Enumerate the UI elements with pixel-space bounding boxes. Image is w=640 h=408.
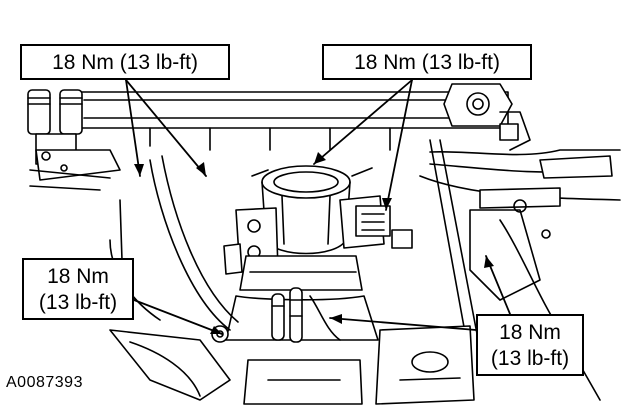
leader-lines [125,79,511,335]
torque-callout-lower-left: 18 Nm (13 lb-ft) [22,258,134,320]
torque-callout-line2: (13 lb-ft) [38,291,118,314]
flange-gasket [443,83,531,151]
figure-id: A0087393 [6,374,83,391]
torque-callout-line1: 18 Nm [499,321,561,344]
wiring-harness-right [419,139,621,401]
arrowheads [134,152,494,334]
torque-callout-text: 18 Nm (13 lb-ft) [52,51,198,74]
torque-callout-line2: (13 lb-ft) [490,347,570,370]
lower-fittings [243,325,475,405]
torque-callout-text: 18 Nm (13 lb-ft) [354,51,500,74]
torque-callout-top-right: 18 Nm (13 lb-ft) [322,44,532,80]
torque-callout-lower-right: 18 Nm (13 lb-ft) [476,314,584,376]
intake-manifold-base [225,255,379,343]
fuel-injectors [27,89,121,191]
torque-callout-top-left: 18 Nm (13 lb-ft) [20,44,230,80]
torque-callout-line1: 18 Nm [47,265,109,288]
